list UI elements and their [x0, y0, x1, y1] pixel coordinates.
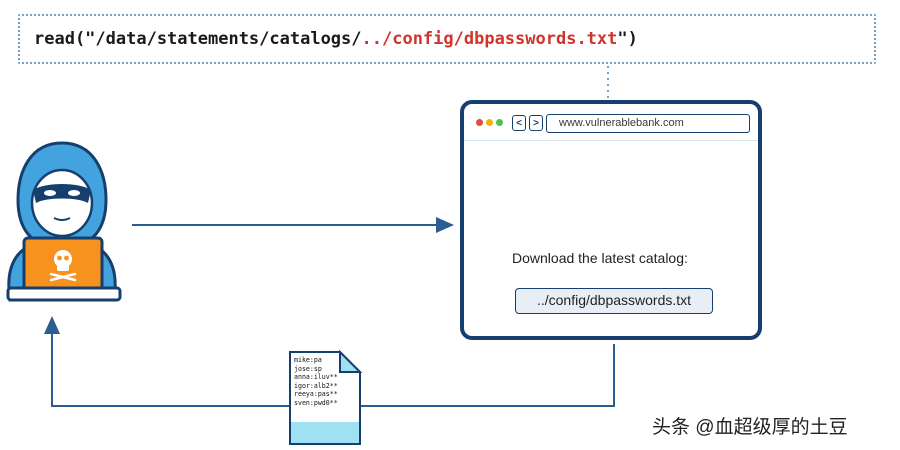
code-suffix: ") [617, 29, 638, 49]
credential-line: anna:iluv** [294, 373, 338, 382]
catalog-path-field[interactable]: ../config/dbpasswords.txt [515, 288, 713, 314]
skull-icon [49, 250, 77, 282]
credential-line: jose:sp [294, 364, 322, 373]
window-close-dot[interactable] [476, 119, 483, 126]
credential-line: mike:pa [294, 356, 322, 364]
document-icon [289, 349, 363, 445]
code-prefix: read("/data/statements/catalogs/ [34, 29, 362, 49]
credential-line: sven:pwd0** [294, 398, 338, 407]
code-traversal-path: ../config/dbpasswords.txt [361, 29, 618, 49]
browser-toolbar: < > www.vulnerablebank.com [464, 104, 758, 141]
credential-line: reeya:pas** [294, 390, 338, 399]
download-prompt: Download the latest catalog: [512, 250, 688, 266]
credential-line: igor:alb2** [294, 381, 338, 390]
window-maximize-dot[interactable] [496, 119, 503, 126]
code-snippet-box: read("/data/statements/catalogs/../confi… [18, 14, 876, 64]
watermark: 头条 @血超级厚的土豆 [652, 417, 848, 438]
window-minimize-dot[interactable] [486, 119, 493, 126]
address-bar[interactable]: www.vulnerablebank.com [546, 114, 750, 133]
chevron-right-icon[interactable]: > [529, 115, 543, 131]
code-line: read("/data/statements/catalogs/../confi… [34, 29, 638, 49]
chevron-left-icon[interactable]: < [512, 115, 526, 131]
